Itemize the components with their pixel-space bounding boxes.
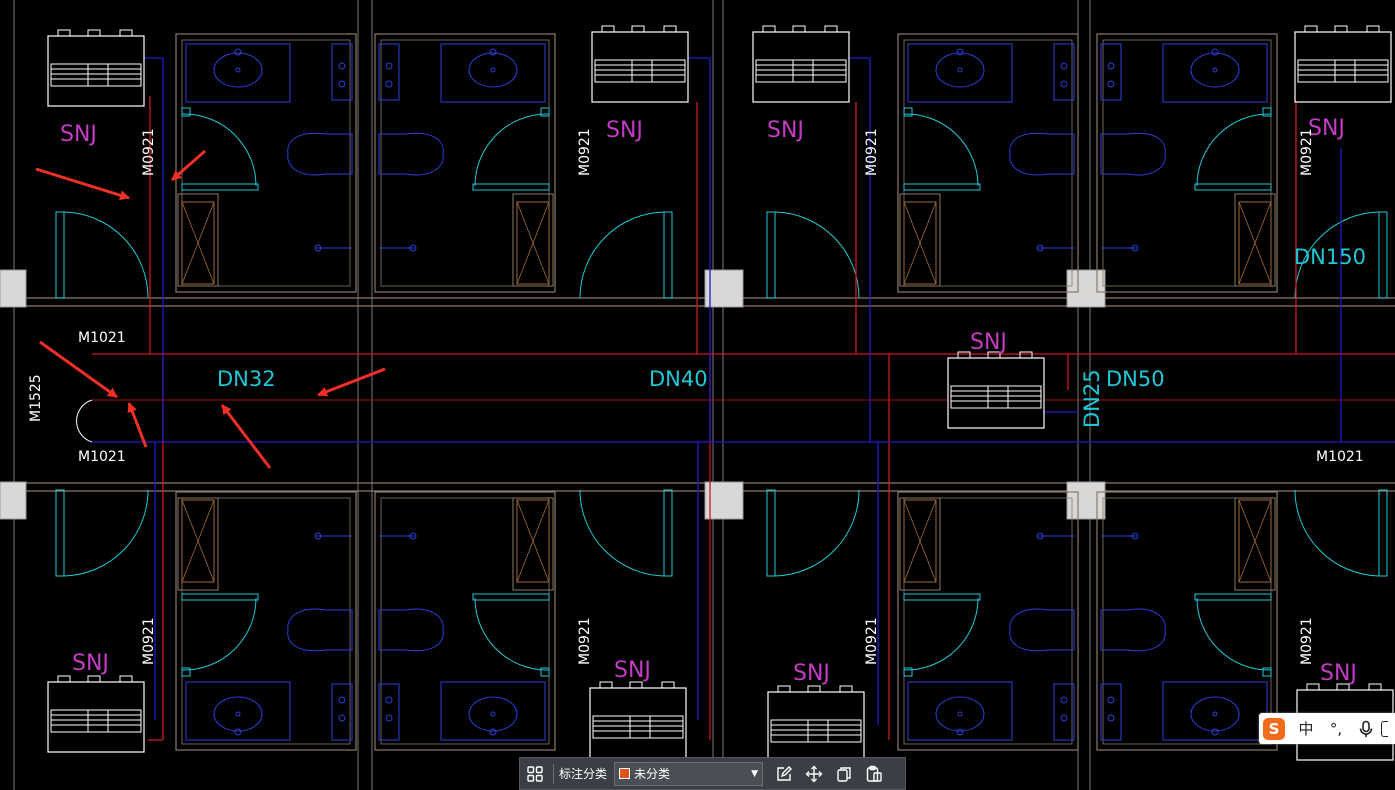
snj-label: SNJ xyxy=(60,122,97,147)
pipe-size-label: DN32 xyxy=(217,367,276,391)
door-tag: M0921 xyxy=(864,617,880,665)
ime-language-toggle[interactable]: 中 xyxy=(1298,720,1314,738)
snj-label: SNJ xyxy=(1308,116,1345,141)
door-tag: M0921 xyxy=(577,128,593,176)
bathrooms-top xyxy=(175,33,1278,293)
snj-label: SNJ xyxy=(970,330,1007,355)
pipe-size-label: DN40 xyxy=(649,367,708,391)
annotation-toolbar: 标注分类 未分类 ▼ xyxy=(519,757,906,790)
door-tag: M0921 xyxy=(141,128,157,176)
door-tag: M1021 xyxy=(78,449,126,465)
snj-label: SNJ xyxy=(793,661,830,686)
category-color-swatch xyxy=(619,768,631,779)
category-label: 标注分类 xyxy=(559,767,608,781)
bathrooms-bottom xyxy=(175,491,1278,751)
door-tag: M0921 xyxy=(864,128,880,176)
red-pipes xyxy=(92,96,1395,741)
door-tag: M0921 xyxy=(1299,128,1315,176)
chevron-down-icon: ▼ xyxy=(751,768,759,779)
snj-label: SNJ xyxy=(72,651,109,676)
pipe-size-label: DN25 xyxy=(1080,369,1104,428)
door-tag: M1021 xyxy=(1316,449,1364,465)
snj-label: SNJ xyxy=(614,658,651,683)
grid-icon[interactable] xyxy=(520,759,550,789)
copy-icon[interactable] xyxy=(829,759,859,789)
move-icon[interactable] xyxy=(799,759,829,789)
microphone-icon[interactable] xyxy=(1351,714,1381,744)
room-doors xyxy=(55,211,1388,577)
axis-lines xyxy=(13,0,1091,790)
door-tag: M1021 xyxy=(78,330,126,346)
ime-more-icon[interactable] xyxy=(1381,714,1391,744)
ime-punctuation-toggle[interactable]: °, xyxy=(1329,719,1343,738)
category-value: 未分类 xyxy=(634,767,671,781)
snj-label: SNJ xyxy=(767,118,804,143)
edit-icon[interactable] xyxy=(769,759,799,789)
columns xyxy=(0,269,1106,520)
snj-label: SNJ xyxy=(1320,661,1357,686)
door-tag: M1525 xyxy=(28,374,44,422)
paste-icon[interactable] xyxy=(859,759,889,789)
sogou-logo-icon[interactable]: S xyxy=(1263,717,1285,740)
door-tag: M0921 xyxy=(141,617,157,665)
toolbar-divider xyxy=(553,763,554,784)
ime-toolbar: S 中 °, xyxy=(1259,713,1395,744)
snj-units xyxy=(47,25,1394,763)
snj-label: SNJ xyxy=(606,118,643,143)
pipe-size-label: DN50 xyxy=(1106,367,1165,391)
blue-pipes xyxy=(92,57,1395,725)
category-dropdown[interactable]: 未分类 ▼ xyxy=(614,761,764,786)
annotation-arrows xyxy=(35,149,386,469)
door-tag: M0921 xyxy=(577,617,593,665)
pipe-size-label: DN150 xyxy=(1294,245,1366,269)
door-tag: M0921 xyxy=(1299,617,1315,665)
